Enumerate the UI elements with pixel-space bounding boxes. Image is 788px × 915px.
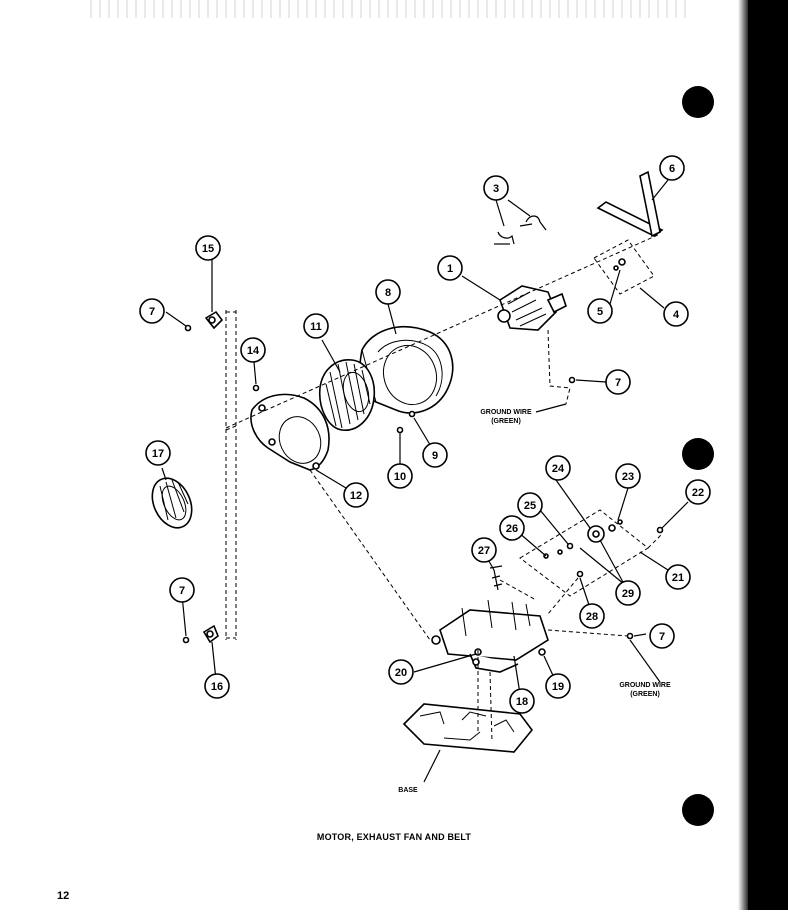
svg-text:7: 7 xyxy=(659,631,665,643)
callout-16: 16 xyxy=(204,673,230,699)
svg-text:12: 12 xyxy=(350,490,362,502)
callout-27: 27 xyxy=(471,537,497,563)
callout-20: 20 xyxy=(388,659,414,685)
svg-text:26: 26 xyxy=(506,523,518,535)
svg-text:7: 7 xyxy=(179,585,185,597)
callout-11: 11 xyxy=(303,313,329,339)
callout-22: 22 xyxy=(685,479,711,505)
ground-wire-label-1: GROUND WIRE xyxy=(480,409,532,416)
part-17-belt xyxy=(151,477,193,529)
part-19-20-fasteners xyxy=(474,648,546,656)
svg-text:17: 17 xyxy=(152,448,164,460)
svg-text:19: 19 xyxy=(552,681,564,693)
callout-7d: 7 xyxy=(649,623,675,649)
part-3-clips xyxy=(494,215,547,245)
svg-text:6: 6 xyxy=(669,163,675,175)
part-15-bracket xyxy=(204,310,224,330)
callout-7a: 7 xyxy=(139,298,165,324)
ground-wire-color-label-1: (GREEN) xyxy=(491,418,521,425)
svg-text:23: 23 xyxy=(622,471,634,483)
part-6-bracket-rod xyxy=(596,170,664,238)
callout-28: 28 xyxy=(579,603,605,629)
binder-hole-bottom xyxy=(682,794,714,826)
svg-text:3: 3 xyxy=(493,183,499,195)
svg-text:18: 18 xyxy=(516,696,528,708)
callout-4: 4 xyxy=(663,301,689,327)
svg-text:21: 21 xyxy=(672,572,684,584)
part-12-fan-housing xyxy=(250,393,330,471)
svg-text:24: 24 xyxy=(552,463,565,475)
ground-wire-label-2: GROUND WIRE xyxy=(619,682,671,689)
scan-edge-shadow xyxy=(738,0,788,910)
svg-text:27: 27 xyxy=(478,545,490,557)
dryer-base xyxy=(402,703,534,753)
svg-text:22: 22 xyxy=(692,487,704,499)
binder-hole-top xyxy=(682,86,714,118)
callout-21: 21 xyxy=(665,564,691,590)
svg-text:7: 7 xyxy=(615,377,621,389)
svg-text:11: 11 xyxy=(310,321,322,333)
callout-23: 23 xyxy=(615,463,641,489)
diagram-caption: MOTOR, EXHAUST FAN AND BELT xyxy=(316,832,472,842)
callout-9: 9 xyxy=(422,442,448,468)
callout-7c: 7 xyxy=(169,577,195,603)
scan-smudge xyxy=(90,0,690,18)
callout-12: 12 xyxy=(343,482,369,508)
callout-3: 3 xyxy=(483,175,509,201)
callout-26: 26 xyxy=(499,515,525,541)
leader-lines xyxy=(161,179,689,783)
svg-text:20: 20 xyxy=(395,667,407,679)
callout-8: 8 xyxy=(375,279,401,305)
callout-25: 25 xyxy=(517,492,543,518)
callout-14: 14 xyxy=(240,337,266,363)
callout-15: 15 xyxy=(195,235,221,261)
callout-10: 10 xyxy=(387,463,413,489)
binder-hole-middle xyxy=(682,438,714,470)
callout-29: 29 xyxy=(615,580,641,606)
part-16-bracket xyxy=(202,624,219,644)
svg-text:1: 1 xyxy=(447,263,453,275)
callout-7b: 7 xyxy=(605,369,631,395)
callout-24: 24 xyxy=(545,455,571,481)
svg-text:25: 25 xyxy=(524,500,536,512)
svg-text:14: 14 xyxy=(247,345,260,357)
svg-text:29: 29 xyxy=(622,588,634,600)
page-number: 12 xyxy=(57,890,70,902)
part-1-motor xyxy=(497,285,567,331)
callout-1: 1 xyxy=(437,255,463,281)
svg-text:16: 16 xyxy=(211,681,223,693)
svg-text:7: 7 xyxy=(149,306,155,318)
callout-18: 18 xyxy=(509,688,535,714)
svg-text:5: 5 xyxy=(597,306,603,318)
ground-wire-color-label-2: (GREEN) xyxy=(630,691,660,698)
svg-text:28: 28 xyxy=(586,611,598,623)
callout-19: 19 xyxy=(545,673,571,699)
svg-text:4: 4 xyxy=(673,309,680,321)
part-18-motor-mount xyxy=(431,599,549,673)
svg-text:15: 15 xyxy=(202,243,214,255)
callout-5: 5 xyxy=(587,298,613,324)
svg-text:9: 9 xyxy=(432,450,438,462)
part-4-box xyxy=(593,239,655,295)
callout-6: 6 xyxy=(659,155,685,181)
svg-text:8: 8 xyxy=(385,287,391,299)
part-11-blower-wheel xyxy=(318,359,376,431)
svg-text:10: 10 xyxy=(394,471,406,483)
base-label: BASE xyxy=(398,787,418,794)
callout-17: 17 xyxy=(145,440,171,466)
